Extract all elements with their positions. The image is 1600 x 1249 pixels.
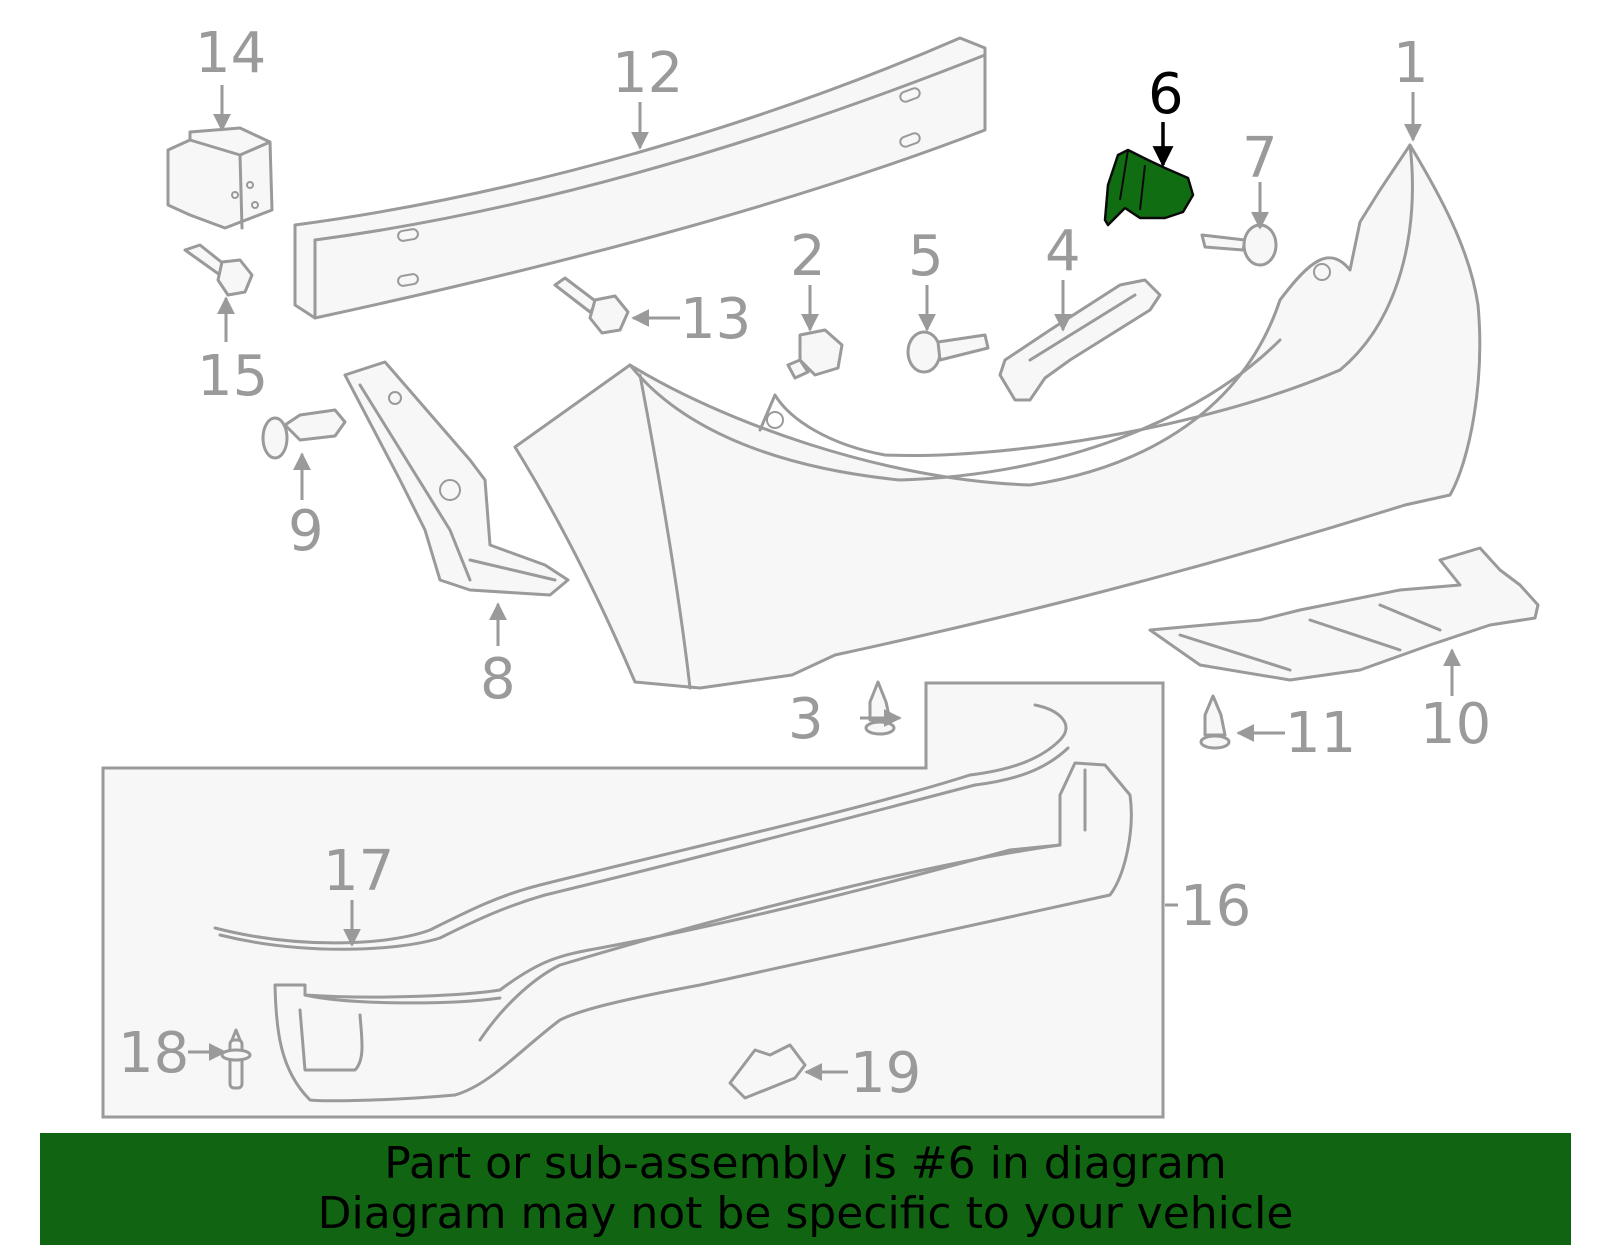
- callout-19: 19: [850, 1041, 921, 1106]
- banner-line-2: Diagram may not be specific to your vehi…: [317, 1188, 1294, 1239]
- callout-12: 12: [612, 41, 683, 106]
- bolt-5: [906, 330, 990, 374]
- bracket-4: [998, 278, 1162, 402]
- under-cover-10: [1148, 546, 1540, 682]
- callout-2: 2: [790, 224, 826, 289]
- reinforcement-bar: [293, 36, 987, 320]
- callout-5: 5: [908, 224, 944, 289]
- callout-13: 13: [680, 287, 751, 352]
- callout-3: 3: [788, 687, 824, 752]
- callout-labels: 1 2 3 4 5 6 7 8 9 10 11 12 13 14 15 16 1…: [118, 21, 1491, 1106]
- callout-14: 14: [195, 21, 266, 86]
- info-banner: Part or sub-assembly is #6 in diagram Di…: [40, 1133, 1571, 1245]
- bracket-19: [728, 1043, 807, 1100]
- callout-10: 10: [1420, 692, 1491, 757]
- push-clip-9: [261, 408, 347, 460]
- bolt-15: [183, 243, 254, 297]
- bolt-7: [1200, 223, 1278, 267]
- banner-line-1: Part or sub-assembly is #6 in diagram: [384, 1138, 1227, 1189]
- lower-spoiler: [273, 761, 1133, 1103]
- callout-16: 16: [1180, 874, 1251, 939]
- callout-18: 18: [118, 1021, 189, 1086]
- callout-7: 7: [1242, 126, 1278, 191]
- callout-9: 9: [288, 499, 324, 564]
- callout-17: 17: [323, 839, 394, 904]
- molding-17: [213, 703, 1070, 951]
- leader-lines: [188, 85, 1461, 1081]
- parts-diagram: 1 2 3 4 5 6 7 8 9 10 11 12 13 14 15 16 1…: [101, 21, 1540, 1119]
- bumper-cover-1: [513, 143, 1482, 690]
- callout-6-highlighted: 6: [1148, 62, 1184, 127]
- sensor-module: [166, 126, 274, 230]
- callout-8: 8: [480, 647, 516, 712]
- clip-2: [786, 328, 844, 380]
- retainer-6-highlighted[interactable]: [1103, 148, 1195, 227]
- bolt-13: [553, 276, 630, 335]
- clip-11: [1199, 694, 1231, 750]
- side-bracket-8: [343, 360, 570, 597]
- stud-18: [220, 1028, 252, 1090]
- callout-4: 4: [1045, 219, 1081, 284]
- callout-11: 11: [1285, 701, 1356, 766]
- callout-15: 15: [197, 344, 268, 409]
- callout-1: 1: [1393, 31, 1429, 96]
- clip-3: [864, 680, 896, 736]
